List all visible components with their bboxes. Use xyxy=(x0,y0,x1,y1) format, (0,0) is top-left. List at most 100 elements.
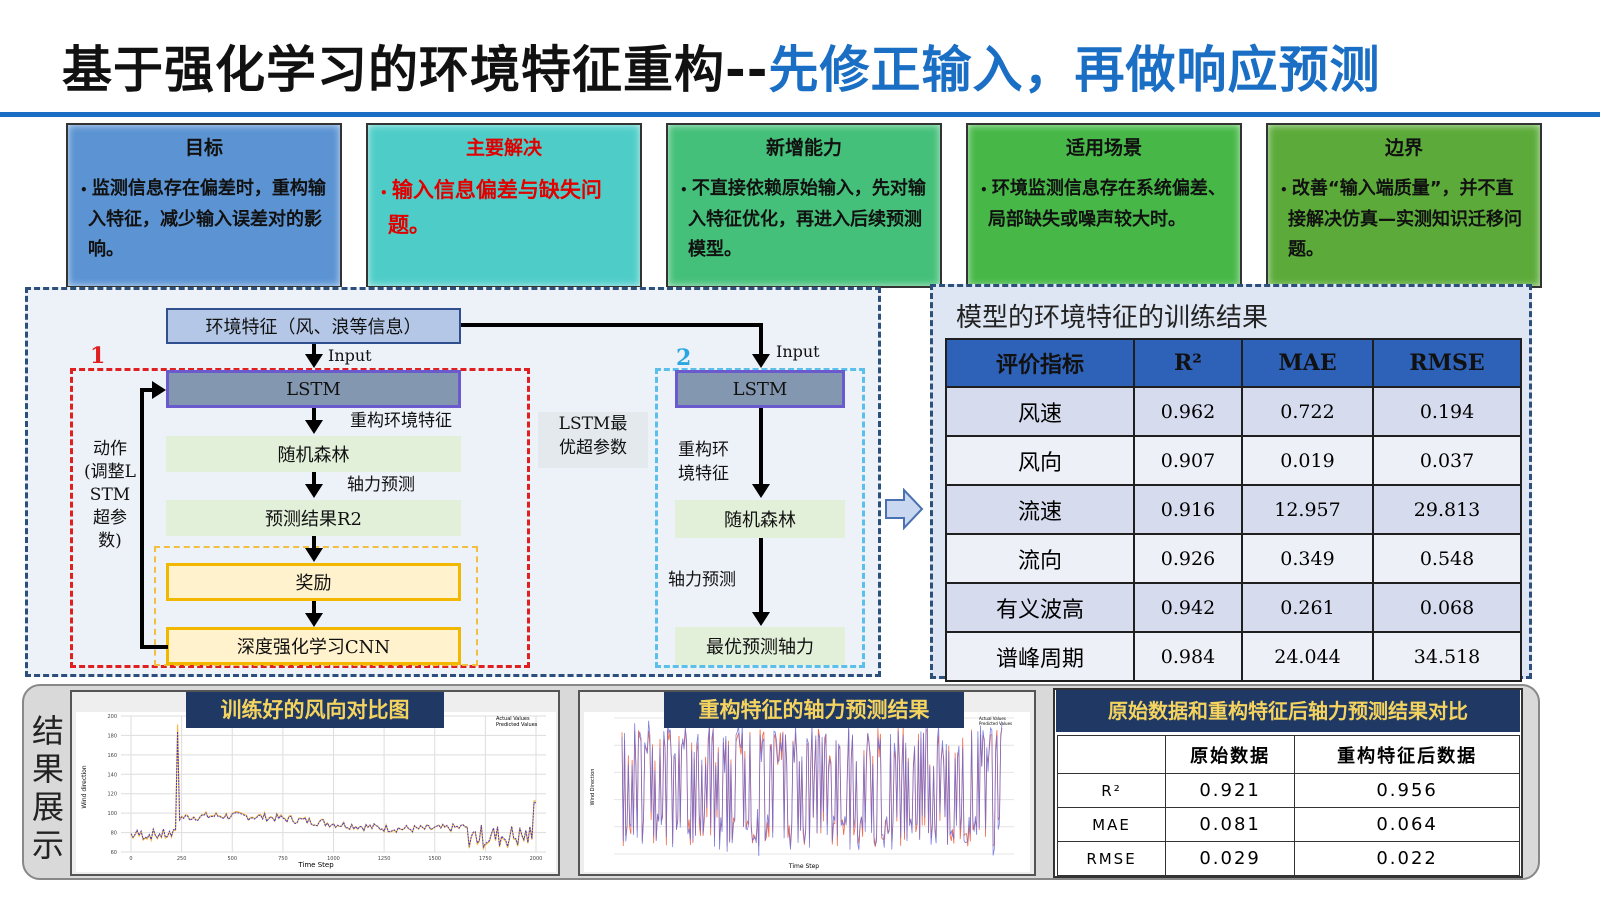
card-heading: 主要解决 xyxy=(465,137,542,159)
card-text: 监测信息存在偏差时，重构输入特征，减少输入误差对的影响。 xyxy=(80,174,328,265)
card-text: 环境监测信息存在系统偏差、局部缺失或噪声较大时。 xyxy=(980,174,1228,235)
column-header: R² xyxy=(1133,338,1243,388)
title-main: 基于强化学习的环境特征重构-- xyxy=(62,41,769,99)
table-header-row: 原始数据重构特征后数据 xyxy=(1057,735,1520,774)
y-tick-label: 120 xyxy=(107,792,117,798)
x-axis-label: Time Step xyxy=(297,861,334,869)
table-cell: 0.081 xyxy=(1164,807,1296,842)
y-axis-label: Wind direction xyxy=(81,765,88,808)
arrow-down-icon xyxy=(752,612,770,626)
table-cell: 0.962 xyxy=(1133,386,1243,437)
arrow-down-icon xyxy=(305,484,323,498)
random-forest-box-2: 随机森林 xyxy=(675,500,845,538)
card-text: 改善“输入端质量”，并不直接解决仿真—实测知识迁移问题。 xyxy=(1280,174,1528,265)
feedback-connector xyxy=(140,388,154,392)
y-tick-label: 200 xyxy=(107,714,117,720)
column-header xyxy=(1057,735,1166,774)
legend-predicted: Predicted Values xyxy=(979,721,1012,726)
table-cell: 谱峰周期 xyxy=(945,631,1135,682)
table-cell: 有义波高 xyxy=(945,582,1135,633)
lstm-box-2: LSTM xyxy=(675,370,845,408)
connector xyxy=(461,323,763,327)
axial-force-chart: Time Step Wind Direction Actual ValuesPred… xyxy=(584,712,1030,872)
y-tick-label: 140 xyxy=(107,772,117,778)
table-cell: 0.261 xyxy=(1240,582,1375,633)
table-cell: RMSE xyxy=(1057,841,1166,876)
table-cell: 34.518 xyxy=(1372,631,1522,682)
feedback-connector xyxy=(140,388,144,649)
table-cell: 0.022 xyxy=(1294,841,1520,876)
y-tick-label: 180 xyxy=(107,733,117,739)
info-card: 主要解决输入信息偏差与缺失问题。 xyxy=(366,123,642,288)
action-label: 动作(调整LSTM超参数) xyxy=(84,439,136,551)
connector xyxy=(759,408,763,488)
legend-predicted: Predicted Values xyxy=(496,722,538,728)
table-cell: 0.349 xyxy=(1240,533,1375,584)
table-cell: MAE xyxy=(1057,807,1166,842)
card-heading: 边界 xyxy=(1384,137,1423,159)
reward-box: 奖励 xyxy=(166,563,461,601)
table-cell: 0.921 xyxy=(1164,773,1296,808)
column-header: 原始数据 xyxy=(1164,735,1296,774)
table-cell: 流速 xyxy=(945,484,1135,535)
lstm-box-1: LSTM xyxy=(166,370,461,408)
loop-1-frame xyxy=(70,368,530,668)
best-params-label: LSTM最优超参数 xyxy=(538,412,648,468)
y-tick-label: 160 xyxy=(107,753,117,759)
recon-label-2: 重构环境特征 xyxy=(678,440,729,484)
info-card: 目标监测信息存在偏差时，重构输入特征，减少输入误差对的影响。 xyxy=(66,123,342,288)
table-cell: 29.813 xyxy=(1372,484,1522,535)
table-cell: 0.037 xyxy=(1372,435,1522,486)
x-tick-label: 1500 xyxy=(428,856,441,862)
x-tick-label: 2000 xyxy=(530,856,543,862)
x-tick-label: 1250 xyxy=(378,856,391,862)
arrow-right-icon xyxy=(885,488,924,530)
connector xyxy=(759,538,763,616)
column-header: 评价指标 xyxy=(945,338,1135,388)
x-tick-label: 750 xyxy=(278,856,288,862)
slide-title: 基于强化学习的环境特征重构--先修正输入，再做响应预测 xyxy=(62,30,1381,102)
y-tick-label: 80 xyxy=(111,831,117,837)
table-cell: 0.019 xyxy=(1240,435,1375,486)
table-cell: 0.942 xyxy=(1133,582,1243,633)
table-cell: 0.916 xyxy=(1133,484,1243,535)
connector xyxy=(312,601,316,617)
connector xyxy=(312,408,316,424)
arrow-down-icon xyxy=(305,548,323,562)
title-highlight: 先修正输入，再做响应预测 xyxy=(768,41,1381,99)
side-label: 结果展示 xyxy=(32,712,65,864)
table-cell: 24.044 xyxy=(1240,631,1375,682)
x-tick-label: 500 xyxy=(227,856,237,862)
best-prediction-box: 最优预测轴力 xyxy=(675,627,845,665)
table-cell: 0.068 xyxy=(1372,582,1522,633)
loop-2-number: 2 xyxy=(676,345,692,371)
table-cell: 0.984 xyxy=(1133,631,1243,682)
compare-title: 原始数据和重构特征后轴力预测结果对比 xyxy=(1056,690,1520,732)
table-cell: 0.907 xyxy=(1133,435,1243,486)
legend-actual: Actual Values xyxy=(979,716,1006,721)
reward-frame xyxy=(154,546,478,666)
table-cell: 12.957 xyxy=(1240,484,1375,535)
predicted-values-line xyxy=(130,731,536,849)
x-tick-label: 1750 xyxy=(479,856,492,862)
x-axis-label: Time Step xyxy=(788,863,819,870)
x-tick-label: 250 xyxy=(177,856,187,862)
input-label-1: Input xyxy=(328,346,372,365)
y-axis-label: Wind Direction xyxy=(590,769,596,806)
info-card: 边界改善“输入端质量”，并不直接解决仿真—实测知识迁移问题。 xyxy=(1266,123,1542,288)
axial-label-2: 轴力预测 xyxy=(668,570,736,590)
env-features-box: 环境特征（风、浪等信息） xyxy=(166,308,461,344)
column-header: 重构特征后数据 xyxy=(1294,735,1520,774)
r2-result-box: 预测结果R2 xyxy=(166,500,461,536)
table-cell: R² xyxy=(1057,773,1166,808)
x-tick-label: 1000 xyxy=(327,856,340,862)
